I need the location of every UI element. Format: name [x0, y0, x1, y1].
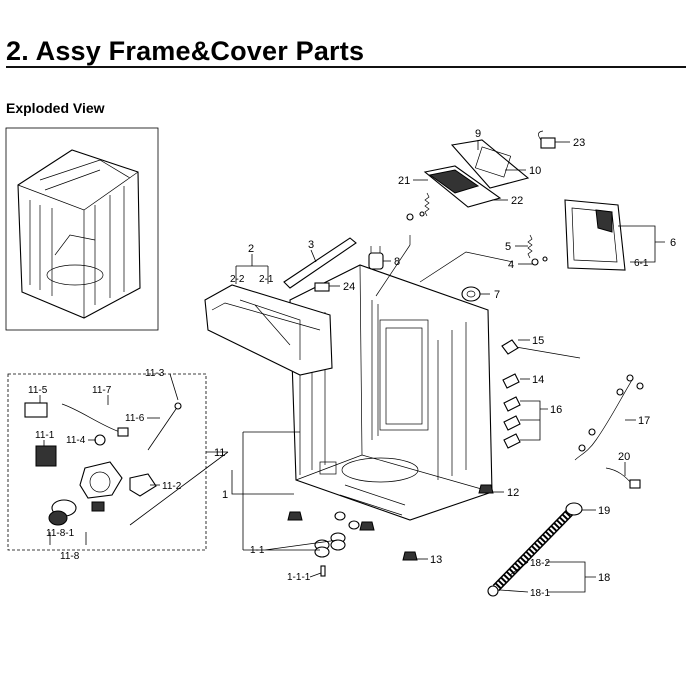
part-18-hose [487, 502, 583, 597]
callout-11-7: 11-7 [92, 385, 112, 396]
feet [287, 511, 418, 561]
callout-19: 19 [598, 505, 610, 517]
callout-11-8-1: 11-8-1 [46, 528, 75, 539]
callout-11-8: 11-8 [60, 551, 80, 562]
part-8 [368, 246, 384, 270]
callout-18: 18 [598, 572, 610, 584]
callout-8: 8 [394, 256, 400, 268]
callout-20: 20 [618, 451, 630, 463]
callout-11-6: 11-6 [125, 413, 145, 424]
part-20-cord [605, 467, 641, 489]
callout-4: 4 [508, 259, 514, 271]
section-subtitle: Exploded View [6, 100, 105, 116]
callout-22: 22 [511, 195, 523, 207]
part-7 [461, 286, 481, 302]
callout-5: 5 [505, 241, 511, 253]
callout-labels: 9 23 10 21 22 6 6-1 5 4 2 2-2 2-1 3 24 8… [28, 128, 676, 599]
callout-18-1: 18-1 [530, 588, 550, 599]
dampers [502, 373, 521, 449]
callout-1-1: 1-1 [250, 545, 265, 556]
callout-16: 16 [550, 404, 562, 416]
drain-pump-inset [7, 373, 207, 551]
callout-11-5: 11-5 [28, 385, 48, 396]
callout-2-2: 2-2 [230, 274, 245, 285]
part-3-strip [283, 237, 357, 289]
callout-10: 10 [529, 165, 541, 177]
spring-left [375, 192, 430, 297]
callout-13: 13 [430, 554, 442, 566]
callout-3: 3 [308, 239, 314, 251]
callout-17: 17 [638, 415, 650, 427]
control-panel-frame [204, 284, 333, 376]
spring-right [419, 234, 548, 283]
title-divider [6, 66, 686, 68]
callout-14: 14 [532, 374, 544, 386]
part-24 [314, 282, 330, 292]
callout-12: 12 [507, 487, 519, 499]
callout-23: 23 [573, 137, 585, 149]
callout-11-1: 11-1 [35, 430, 55, 441]
callout-21: 21 [398, 175, 410, 187]
callout-11-2: 11-2 [162, 481, 182, 492]
callout-6-1: 6-1 [634, 258, 649, 269]
main-frame [289, 264, 493, 521]
page-title: 2. Assy Frame&Cover Parts [6, 36, 365, 66]
part-23 [538, 130, 556, 149]
callout-6: 6 [670, 237, 676, 249]
part-6-cover [564, 199, 626, 271]
callout-7: 7 [494, 289, 500, 301]
callout-11-4: 11-4 [66, 435, 86, 446]
callout-24: 24 [343, 281, 355, 293]
leader-lines [39, 140, 665, 593]
callout-1-1-1: 1-1-1 [287, 572, 311, 583]
callout-1: 1 [222, 489, 228, 501]
part-15-rod [501, 339, 581, 359]
part-12-foot [478, 484, 494, 494]
callout-2-1: 2-1 [259, 274, 274, 285]
callout-2: 2 [248, 243, 254, 255]
callout-11: 11 [214, 447, 225, 459]
callout-9: 9 [475, 128, 481, 140]
callout-11-3: 11-3 [145, 368, 165, 379]
callout-15: 15 [532, 335, 544, 347]
callout-18-2: 18-2 [530, 558, 550, 569]
overview-inset [5, 127, 159, 331]
part-17-harness [574, 374, 644, 461]
leveling-legs [314, 511, 360, 577]
detergent-assembly [423, 139, 530, 208]
